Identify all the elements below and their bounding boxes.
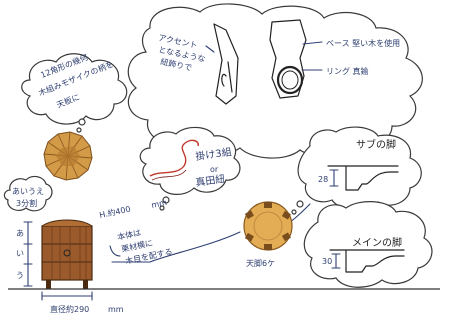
material-note: 本体は 栗材横に 木目を配する — [109, 227, 173, 266]
side-dim-a: あ — [16, 229, 24, 238]
ring-label: リング 真鍮 — [326, 66, 369, 76]
cord-note-or: or — [210, 165, 219, 174]
material-line-1: 本体は — [116, 227, 142, 242]
main-leg-title: メインの脚 — [352, 236, 402, 249]
pattern-note-cloud: 12角形の幾何 木組みモザイクの柄を 天板に — [21, 52, 128, 133]
side-dimensions: あ い う — [16, 221, 33, 287]
height-value: H.約400 — [98, 204, 131, 220]
cord-note-line-2: 真田紐 — [195, 172, 227, 189]
height-note: H.約400 mm — [98, 198, 168, 220]
chest-drawing — [41, 219, 93, 289]
legs-note: 天脚6ケ — [246, 258, 275, 268]
sub-leg-dimension: 28 — [318, 175, 328, 184]
base-plate-drawing — [269, 19, 307, 99]
main-leg-dimension: 30 — [322, 257, 332, 266]
side-dim-u: う — [16, 271, 24, 280]
axis-note-line-2: 3分割 — [16, 198, 37, 208]
axis-note-cloud: あいうえ 3分割 — [3, 175, 53, 212]
width-unit: mm — [108, 305, 124, 314]
sub-leg-title: サブの脚 — [356, 138, 396, 151]
handle-detail-cloud: アクセント となるような 紐飾りで ベース 堅い木を使用 リング 真鍮 — [127, 3, 423, 159]
ring-drawing — [276, 65, 304, 95]
cord-cloud: 掛け3組 or 真田紐 — [139, 126, 241, 211]
width-value: 直径約290 — [50, 304, 89, 314]
leg-plan-drawing — [243, 201, 293, 251]
axis-note-line-1: あいうえ — [12, 187, 44, 196]
side-dim-i: い — [16, 249, 24, 258]
cord-drawing — [149, 139, 199, 177]
twelve-gon-top-drawing — [43, 131, 93, 181]
height-unit: mm — [151, 198, 168, 210]
sub-leg-cloud: サブの脚 28 — [291, 126, 422, 215]
width-dimension: 直径約290 mm — [41, 291, 124, 314]
main-leg-cloud: メインの脚 30 — [303, 201, 433, 288]
base-label: ベース 堅い木を使用 — [326, 38, 400, 48]
